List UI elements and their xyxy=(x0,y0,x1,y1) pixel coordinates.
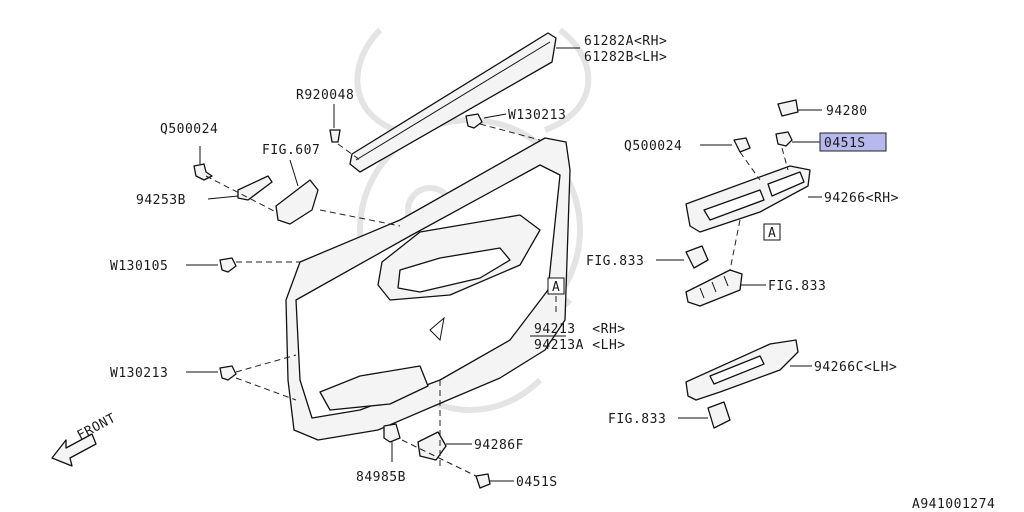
front-arrow-icon xyxy=(51,433,97,467)
callout-fig833-c: FIG.833 xyxy=(608,412,666,427)
callout-94253b: 94253B xyxy=(136,193,186,208)
clip-q500024-right[interactable] xyxy=(733,137,751,153)
callout-fig833-a: FIG.833 xyxy=(586,254,644,269)
callout-61282a: 61282A<RH> xyxy=(584,34,667,49)
callout-94213a: 94213A <LH> xyxy=(534,338,626,353)
clip-w130105[interactable] xyxy=(219,257,237,273)
clip-w130213-top[interactable] xyxy=(465,113,483,129)
callout-fig607: FIG.607 xyxy=(262,143,320,158)
weatherstrip-part[interactable] xyxy=(349,32,557,173)
screw-r920048[interactable] xyxy=(329,129,341,143)
ref-box-a-right xyxy=(763,223,781,241)
ref-box-a-left xyxy=(547,277,565,295)
callout-61282b: 61282B<LH> xyxy=(584,50,667,65)
screw-0451s-bottom[interactable] xyxy=(475,473,491,489)
callout-w130213-top: W130213 xyxy=(508,108,566,123)
bracket-94253b[interactable] xyxy=(237,175,273,201)
switch-panel-94266[interactable] xyxy=(685,165,811,233)
clip-w130213-bottom[interactable] xyxy=(219,365,237,381)
bracket-fig607[interactable] xyxy=(275,179,319,225)
cap-94280[interactable] xyxy=(777,99,799,117)
callout-94280: 94280 xyxy=(826,104,868,119)
callout-r920048: R920048 xyxy=(296,88,354,103)
callout-0451s-top: 0451S xyxy=(824,136,866,151)
diagram-id: A941001274 xyxy=(912,497,995,512)
clip-q500024-left[interactable] xyxy=(193,163,213,181)
callout-w130213-bottom: W130213 xyxy=(110,366,168,381)
callout-w130105: W130105 xyxy=(110,259,168,274)
switch-fig833-b[interactable] xyxy=(685,269,743,307)
switch-panel-94266c[interactable] xyxy=(685,339,799,401)
callout-94266: 94266<RH> xyxy=(824,191,899,206)
front-label: FRONT xyxy=(75,411,119,444)
clip-84985b[interactable] xyxy=(383,423,401,443)
ref-label-a-left: A xyxy=(552,280,560,295)
callout-q500024-right: Q500024 xyxy=(624,139,682,154)
callout-q500024-left: Q500024 xyxy=(160,122,218,137)
screw-0451s-top[interactable] xyxy=(775,131,793,147)
ref-label-a-right: A xyxy=(768,226,776,241)
door-trim-panel[interactable] xyxy=(285,137,571,441)
switch-fig833-a[interactable] xyxy=(685,245,709,269)
callout-94213: 94213 <RH> xyxy=(534,322,626,337)
bracket-94286f[interactable] xyxy=(417,431,447,461)
callout-94266c: 94266C<LH> xyxy=(814,360,897,375)
callout-fig833-b: FIG.833 xyxy=(768,279,826,294)
highlight-box xyxy=(819,132,887,152)
switch-fig833-c[interactable] xyxy=(707,401,731,429)
callout-84985b: 84985B xyxy=(356,470,406,485)
callout-0451s-bottom: 0451S xyxy=(516,475,558,490)
callout-94286f: 94286F xyxy=(474,438,524,453)
